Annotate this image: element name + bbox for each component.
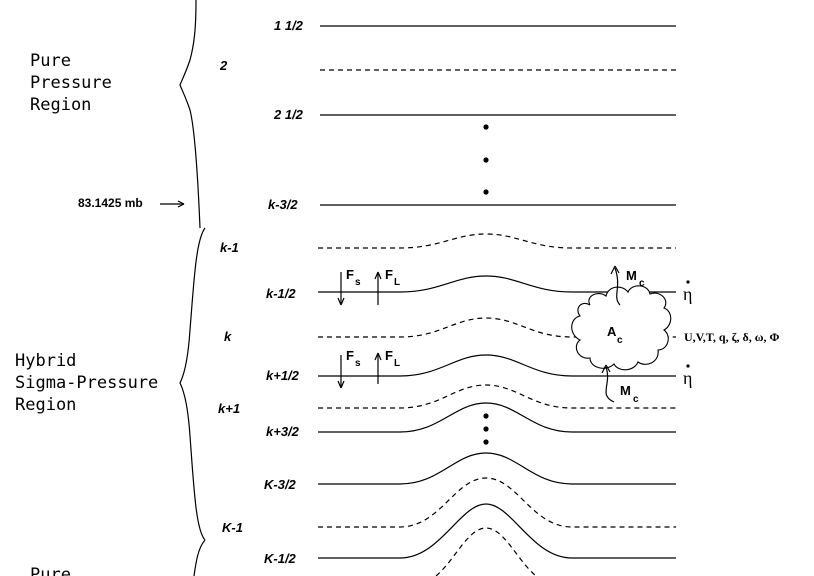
flux-fl-arrowhead [374, 271, 382, 280]
flux-fs-label: F [346, 267, 354, 282]
flux-fs-label: F [346, 348, 354, 363]
layer-label-k-1: k-1 [220, 240, 239, 255]
brace-hybrid [179, 227, 206, 541]
flux-fs-subscript: s [355, 277, 361, 288]
interface-label-6: k+3/2 [266, 424, 300, 439]
mc-in-arrow [605, 366, 615, 403]
region-label-bottom: Pure [30, 565, 71, 576]
interface-label-3: k-3/2 [268, 197, 298, 212]
mc-in-subscript: c [633, 394, 639, 405]
ellipsis-dot [483, 124, 489, 130]
brace-pure-pressure [179, 0, 201, 229]
pressure-marker-label: 83.1425 mb [78, 196, 143, 210]
region-label-pure-3: Region [30, 95, 91, 115]
layer-label-k: k [224, 329, 232, 344]
flux-fl-subscript: L [394, 277, 400, 288]
midlayer-line-k-1 [318, 233, 676, 249]
interface-label-8: K-1/2 [264, 551, 297, 566]
ellipsis-dot [483, 157, 489, 163]
interface-line-6 [318, 402, 676, 433]
interface-line-5 [318, 354, 676, 377]
interface-label-4: k-1/2 [266, 286, 296, 301]
interface-label-5: k+1/2 [266, 368, 300, 383]
ellipsis-dot [483, 439, 489, 445]
flux-fl-arrowhead [374, 352, 382, 361]
ellipsis-dot [483, 189, 489, 195]
region-label-hybrid-3: Region [15, 395, 76, 415]
eta-dot-label-upper: η [683, 284, 692, 304]
layer-label-K-1: K-1 [222, 520, 243, 535]
eta-dot-mark [686, 364, 690, 368]
interface-label-7: K-3/2 [264, 477, 297, 492]
interface-label-2: 2 1/2 [273, 107, 304, 122]
flux-fs-arrowhead [337, 297, 345, 306]
cloud-icon [571, 285, 672, 371]
eta-dot-mark [686, 280, 690, 284]
interface-line-4 [318, 275, 676, 293]
pressure-marker-arrowhead [177, 200, 185, 208]
region-label-pure-2: Pressure [30, 73, 112, 93]
ellipsis-dot [483, 426, 489, 432]
cloud-ac-label: A [607, 324, 617, 339]
flux-fs-arrowhead [337, 380, 345, 389]
midlayer-line-k [318, 317, 676, 338]
midlayer-line-k+1 [318, 384, 676, 409]
layer-label-2: 2 [219, 58, 228, 73]
ellipsis-dot [483, 413, 489, 419]
layer-label-k+1: k+1 [218, 401, 240, 416]
flux-fl-label: F [385, 267, 393, 282]
interface-line-7 [318, 452, 676, 485]
eta-dot-label-lower: η [683, 368, 692, 388]
mc-out-subscript: c [639, 278, 645, 289]
mc-out-label: M [626, 268, 637, 283]
region-label-pure-1: Pure [30, 51, 71, 71]
midlayer-line-bottom [435, 527, 537, 576]
interface-label-1: 1 1/2 [274, 18, 304, 33]
midlayer-line-K-1 [318, 477, 676, 528]
flux-fl-label: F [385, 348, 393, 363]
region-label-hybrid-1: Hybrid [15, 351, 76, 371]
interface-line-8 [318, 503, 676, 559]
mc-out-arrow [614, 267, 621, 306]
region-label-hybrid-2: Sigma-Pressure [15, 373, 158, 393]
flux-fl-subscript: L [394, 358, 400, 369]
variables-label: U,V,T, q, ζ, δ, ω, Φ [684, 330, 780, 344]
mc-in-arrowhead [601, 364, 611, 374]
mc-out-arrowhead [610, 265, 620, 275]
flux-fs-subscript: s [355, 358, 361, 369]
mc-in-label: M [620, 383, 631, 398]
brace-bottom [193, 539, 206, 576]
cloud-ac-subscript: c [617, 335, 623, 346]
